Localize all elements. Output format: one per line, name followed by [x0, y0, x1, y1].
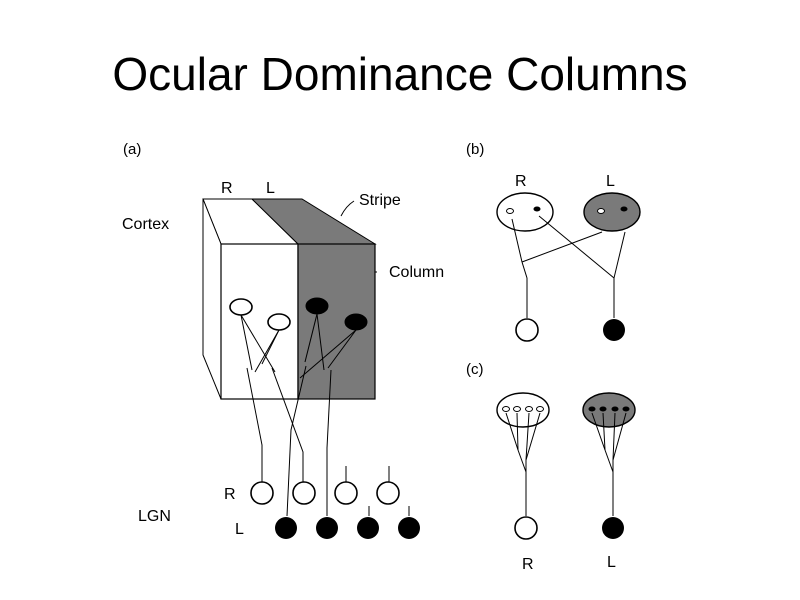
synapse-white: [513, 406, 521, 412]
lgn-left-cell: [275, 517, 297, 539]
lgn-right-cell: [376, 481, 400, 505]
block-right-label: R: [221, 180, 233, 197]
stripe-pointer: [340, 200, 355, 217]
panel-b-connections: [511, 215, 626, 318]
panel-c-right-label: R: [522, 556, 534, 573]
panel-b-lgn-left-cell: [603, 319, 625, 341]
synapse-black: [622, 406, 630, 412]
panel-b-right-cortex-cell: [496, 192, 554, 232]
cortex-neuron-right-1: [229, 298, 253, 316]
lgn-left-cell: [398, 517, 420, 539]
lgn-right-cell: [292, 481, 316, 505]
lgn-left-cell: [316, 517, 338, 539]
cortex-label: Cortex: [122, 216, 169, 233]
lgn-right-row: [250, 481, 400, 505]
synapse-black: [620, 206, 628, 212]
lgn-right-cell: [334, 481, 358, 505]
panel-b-label: (b): [466, 141, 484, 158]
cortex-neuron-right-2: [267, 313, 291, 331]
synapse-black: [533, 206, 541, 212]
panel-c-right-cortex-cell: [496, 392, 550, 428]
panel-c-lgn-right-cell: [514, 516, 538, 540]
lgn-left-cell: [357, 517, 379, 539]
synapse-white: [536, 406, 544, 412]
panel-c-left-label: L: [607, 554, 616, 571]
panel-b-lgn-right-cell: [515, 318, 539, 342]
synapse-black: [588, 406, 596, 412]
synapse-black: [599, 406, 607, 412]
synapse-white: [525, 406, 533, 412]
panel-c-connections: [505, 412, 627, 516]
column-label: Column: [389, 264, 444, 281]
panel-c-lgn-left-cell: [602, 517, 624, 539]
cortex-neuron-left-1: [305, 297, 329, 315]
cortex-neuron-left-2: [344, 313, 368, 331]
synapse-white: [506, 208, 514, 214]
panel-b-left-label: L: [606, 173, 615, 190]
lgn-right-cell: [250, 481, 274, 505]
synapse-black: [611, 406, 619, 412]
cortex-block: [202, 198, 377, 400]
panel-a-label: (a): [123, 141, 141, 158]
lgn-right-row-label: R: [224, 486, 236, 503]
stripe-label: Stripe: [359, 192, 401, 209]
block-left-label: L: [266, 180, 275, 197]
slide-title: Ocular Dominance Columns: [112, 48, 688, 100]
synapse-white: [502, 406, 510, 412]
panel-c-left-cortex-cell: [582, 392, 636, 428]
lgn-axons: [246, 365, 410, 517]
synapse-white: [597, 208, 605, 214]
panel-c-label: (c): [466, 361, 484, 378]
lgn-label: LGN: [138, 508, 171, 525]
panel-b-right-label: R: [515, 173, 527, 190]
lgn-left-row: [275, 517, 420, 539]
lgn-left-row-label: L: [235, 521, 244, 538]
cortex-dendrites: [240, 313, 357, 379]
panel-b-left-cortex-cell: [583, 192, 641, 232]
